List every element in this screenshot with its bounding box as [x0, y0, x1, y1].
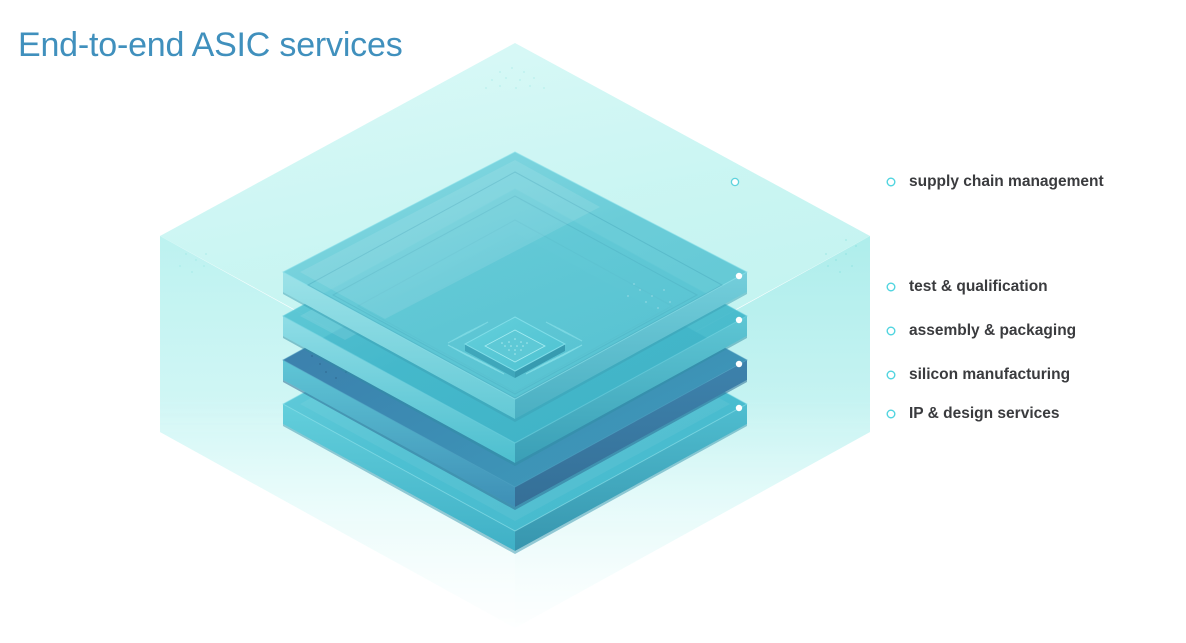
connector-test	[741, 282, 896, 292]
callout-label-test-qualification[interactable]: test & qualification	[909, 278, 1048, 295]
anchor-dot-test	[735, 272, 743, 280]
connector-supply-chain	[730, 177, 896, 187]
callout-label-assembly-packaging[interactable]: assembly & packaging	[909, 322, 1077, 339]
page-title: End-to-end ASIC services	[18, 26, 403, 64]
anchor-dot-ip	[735, 404, 743, 412]
callout-label-ip-design-services[interactable]: IP & design services	[909, 405, 1060, 422]
layer-test-qualification[interactable]	[281, 151, 749, 422]
anchor-dot-assembly	[735, 316, 743, 324]
callout-connectors	[730, 177, 896, 419]
chip-die-icon	[447, 316, 583, 378]
connector-ip	[741, 409, 896, 419]
callout-label-supply-chain-management[interactable]: supply chain management	[909, 173, 1104, 190]
anchor-dot-silicon	[735, 360, 743, 368]
callout-label-silicon-manufacturing[interactable]: silicon manufacturing	[909, 366, 1071, 383]
connector-assembly	[741, 326, 896, 336]
connector-silicon	[741, 370, 896, 380]
